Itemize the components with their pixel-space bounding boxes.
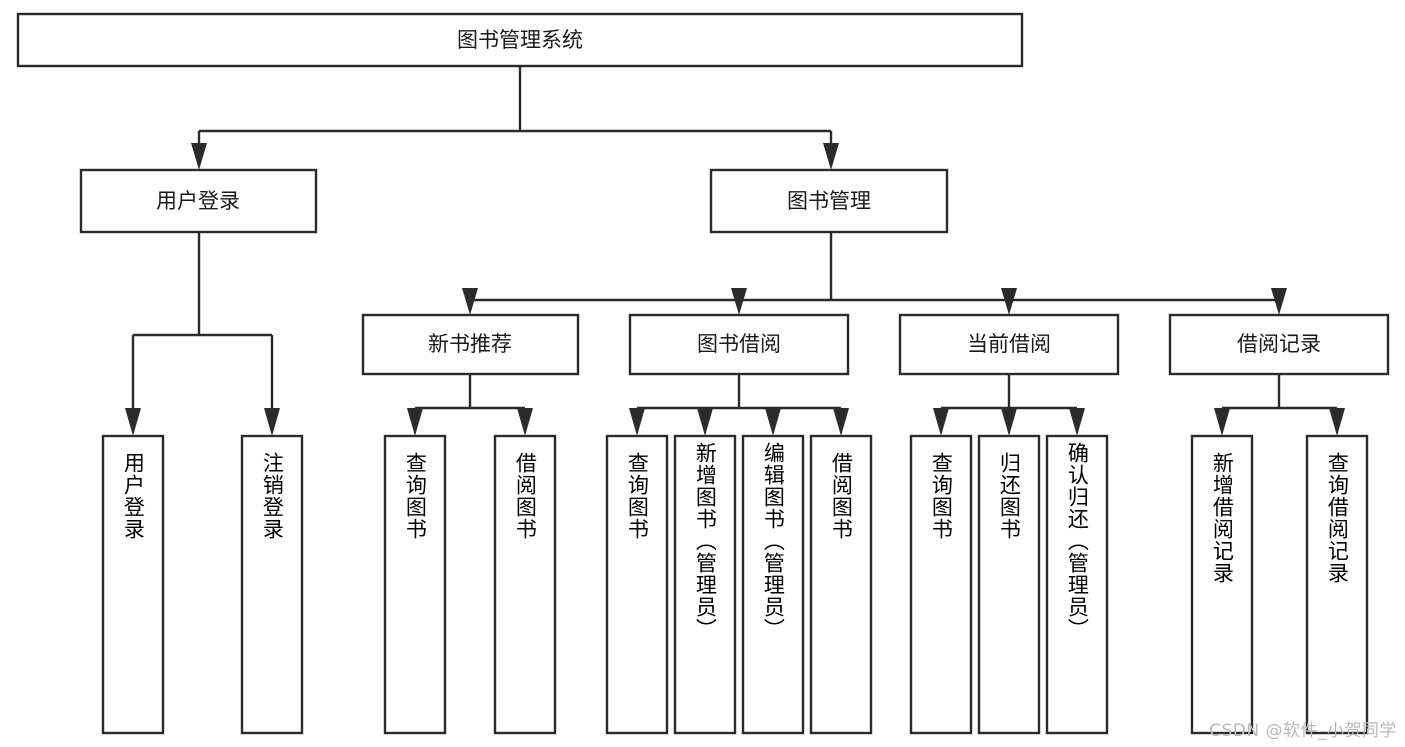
arrow-head-leaf-user-logout [264,408,280,436]
node-new-book-rec-box[interactable] [361,313,580,376]
arrow-head-leaf-borrow-lend [833,408,849,436]
arrow-head-new-book-rec [462,288,478,315]
leaf-nodes: 用户登录 注销登录 查询图书 借阅图书 [101,434,1369,735]
arrow-head-leaf-borrow-edit [765,408,781,436]
edges-borrow-record-to-leaves [1214,374,1345,436]
node-leaf-borrow-edit-label: 编辑图书（管理员） [761,442,786,640]
arrow-head-user-login [191,143,207,170]
node-leaf-cur-query-label: 查询图书 [929,452,954,540]
node-leaf-rec-search-box[interactable] [1305,434,1369,735]
node-leaf-cur-query-box[interactable] [909,434,973,735]
arrow-head-book-borrow [731,288,747,315]
arrow-head-leaf-borrow-add [697,408,713,436]
node-leaf-rec-add[interactable]: 新增借阅记录 [1190,434,1254,735]
node-leaf-rec-search[interactable]: 查询借阅记录 [1305,434,1369,735]
node-leaf-borrow-edit-box[interactable] [741,434,805,735]
node-leaf-cur-confirm[interactable]: 确认归还（管理员） [1045,434,1109,735]
edges-book-manage-to-level3 [462,232,1287,315]
node-leaf-cur-return-box[interactable] [977,434,1041,735]
node-leaf-rec-borrow[interactable]: 借阅图书 [493,434,557,735]
node-book-borrow-label: 图书借阅 [697,332,781,356]
arrow-head-leaf-cur-query [933,408,949,436]
node-book-manage[interactable]: 图书管理 [709,168,949,234]
node-leaf-rec-borrow-box[interactable] [493,434,557,735]
arrow-head-leaf-cur-return [1001,408,1017,436]
node-leaf-cur-return-label: 归还图书 [997,452,1022,540]
node-leaf-user-logout-box[interactable] [240,434,304,735]
arrow-head-leaf-user-login [125,408,141,436]
node-leaf-user-login-label: 用户登录 [121,452,146,540]
node-leaf-borrow-lend-label: 借阅图书 [829,452,854,540]
arrow-head-current-borrow [1001,288,1017,315]
node-new-book-rec-label: 新书推荐 [428,332,512,356]
node-leaf-cur-confirm-label: 确认归还（管理员） [1065,442,1090,640]
node-leaf-borrow-lend-box[interactable] [809,434,873,735]
node-user-login[interactable]: 用户登录 [79,168,318,234]
arrow-head-leaf-rec-query [407,408,423,436]
node-leaf-user-login[interactable]: 用户登录 [101,434,165,735]
node-book-borrow[interactable]: 图书借阅 [628,313,850,376]
node-new-book-rec[interactable]: 新书推荐 [361,313,580,376]
node-borrow-record-label: 借阅记录 [1237,332,1321,356]
node-current-borrow-label: 当前借阅 [967,332,1051,356]
node-leaf-rec-query-label: 查询图书 [403,452,428,540]
node-borrow-record[interactable]: 借阅记录 [1168,313,1390,376]
node-user-login-box[interactable] [79,168,318,234]
node-leaf-rec-borrow-label: 借阅图书 [513,452,538,540]
arrow-head-borrow-record [1271,288,1287,315]
node-leaf-cur-query[interactable]: 查询图书 [909,434,973,735]
arrow-head-leaf-rec-search [1329,408,1345,436]
edges-current-borrow-to-leaves [933,374,1085,436]
node-root-label: 图书管理系统 [457,28,583,52]
edges-book-borrow-to-leaves [629,374,849,436]
node-leaf-borrow-query-label: 查询图书 [625,452,650,540]
arrow-head-book-manage [823,143,839,170]
arrow-head-leaf-cur-confirm [1069,408,1085,436]
node-leaf-borrow-edit[interactable]: 编辑图书（管理员） [741,434,805,735]
edges-root-to-level2 [191,66,839,170]
arrow-head-leaf-borrow-query [629,408,645,436]
node-book-manage-box[interactable] [709,168,949,234]
node-leaf-borrow-query-box[interactable] [605,434,669,735]
node-leaf-borrow-add-box[interactable] [673,434,737,735]
node-leaf-user-login-box[interactable] [101,434,165,735]
node-leaf-cur-return[interactable]: 归还图书 [977,434,1041,735]
node-leaf-borrow-lend[interactable]: 借阅图书 [809,434,873,735]
node-leaf-borrow-add[interactable]: 新增图书（管理员） [673,434,737,735]
node-borrow-record-box[interactable] [1168,313,1390,376]
node-root-box[interactable] [16,12,1024,68]
node-leaf-rec-add-label: 新增借阅记录 [1210,452,1235,584]
node-leaf-cur-confirm-box[interactable] [1045,434,1109,735]
node-leaf-borrow-query[interactable]: 查询图书 [605,434,669,735]
node-user-login-label: 用户登录 [156,189,240,213]
node-leaf-user-logout-label: 注销登录 [260,452,285,540]
node-book-manage-label: 图书管理 [787,189,871,213]
node-leaf-rec-search-label: 查询借阅记录 [1325,452,1350,584]
node-current-borrow-box[interactable] [898,313,1120,376]
node-book-borrow-box[interactable] [628,313,850,376]
node-leaf-rec-query[interactable]: 查询图书 [383,434,447,735]
node-leaf-user-logout[interactable]: 注销登录 [240,434,304,735]
edges-user-login-to-leaves [125,232,280,436]
node-leaf-rec-query-box[interactable] [383,434,447,735]
node-current-borrow[interactable]: 当前借阅 [898,313,1120,376]
node-leaf-rec-add-box[interactable] [1190,434,1254,735]
arrow-head-leaf-rec-add [1214,408,1230,436]
edges-new-book-rec-to-leaves [407,374,533,436]
arrow-head-leaf-rec-borrow [517,408,533,436]
node-leaf-borrow-add-label: 新增图书（管理员） [693,442,718,640]
node-root[interactable]: 图书管理系统 [16,12,1024,68]
